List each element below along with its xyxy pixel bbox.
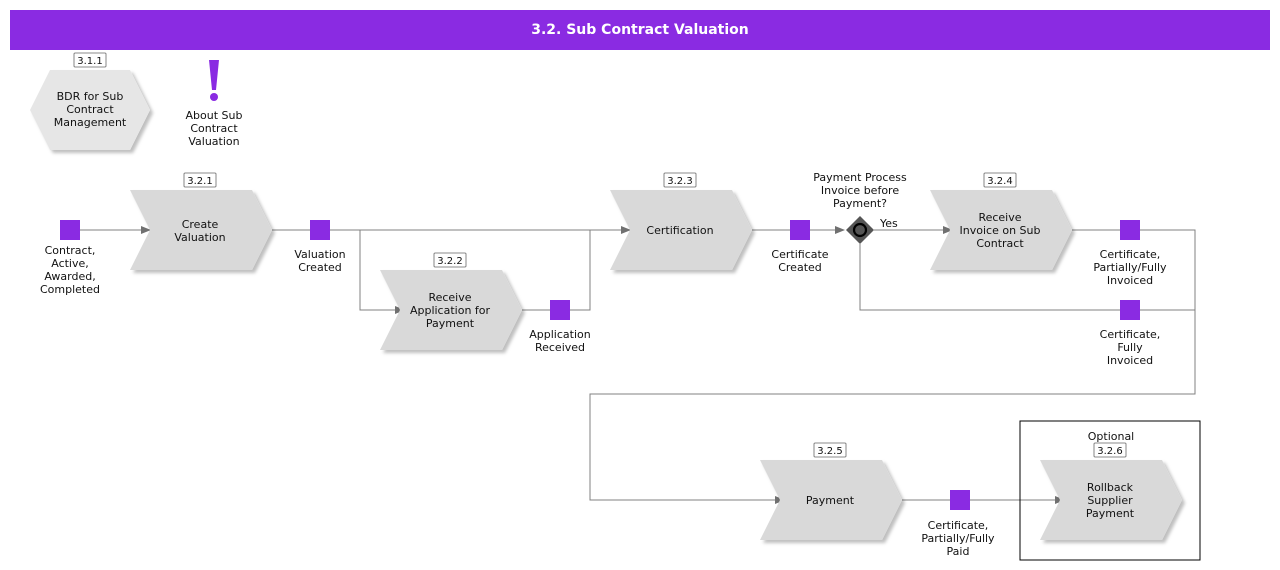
event-marker: [310, 220, 330, 240]
event-marker: [790, 220, 810, 240]
optional-label: Optional: [1088, 430, 1135, 443]
connector-gateway-no-to-fully-invoiced: [859, 244, 1120, 311]
process-ref: 3.2.5: [817, 446, 842, 457]
event-marker: [60, 220, 80, 240]
gateway-yes-label: Yes: [879, 217, 898, 230]
process-ref: 3.2.6: [1097, 446, 1122, 457]
connectors: [80, 226, 1196, 504]
event-marker: [550, 300, 570, 320]
event-marker: [1120, 300, 1140, 320]
connector-invoiced-to-payment: [589, 229, 1196, 504]
event-label: Contract,Active,Awarded,Completed: [40, 244, 100, 296]
event-contract-active[interactable]: Contract,Active,Awarded,Completed: [40, 220, 100, 296]
process-ref: 3.2.1: [187, 176, 212, 187]
process-ref: 3.2.3: [667, 176, 692, 187]
process-payment[interactable]: 3.2.5 Payment: [760, 442, 902, 540]
page-title: 3.2. Sub Contract Valuation: [10, 10, 1270, 50]
process-label: Certification: [646, 224, 713, 237]
process-certification[interactable]: 3.2.3 Certification: [610, 172, 752, 270]
process-label: Payment: [806, 494, 855, 507]
event-marker: [950, 490, 970, 510]
process-ref: 3.2.2: [437, 256, 462, 267]
process-ref: 3.1.1: [77, 56, 102, 67]
connector-application-received-to-certification: [570, 230, 591, 311]
gateway-marker: [852, 222, 868, 238]
optional-group: Optional: [1019, 420, 1201, 561]
connector-valuation-created-to-receive-application: [359, 230, 405, 314]
process-ref: 3.2.4: [987, 176, 1012, 187]
event-marker: [1120, 220, 1140, 240]
exclamation-icon: [209, 60, 219, 101]
